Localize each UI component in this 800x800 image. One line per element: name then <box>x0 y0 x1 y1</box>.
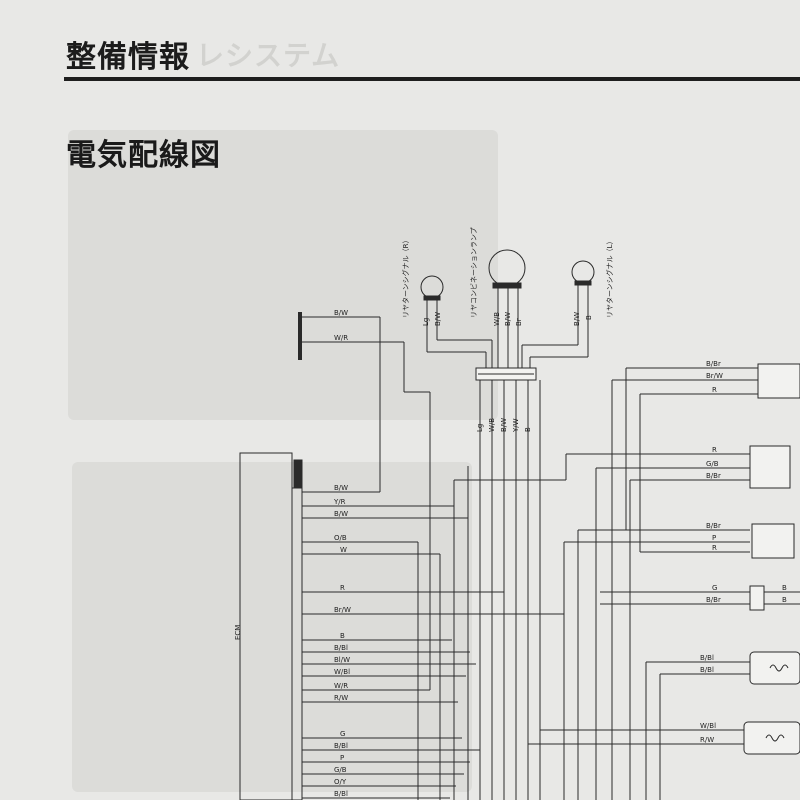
right-wire-label: R <box>712 544 717 552</box>
pin-label: B/W <box>434 312 442 326</box>
ecm-wire-label: P <box>340 754 344 762</box>
ecm-wire-label: W/R <box>334 682 348 690</box>
ecm-wire-label: B/Bl <box>334 644 348 652</box>
ecm-wire-label: Bl/W <box>334 656 350 664</box>
ecm-wire-label: Br/W <box>334 606 351 614</box>
connector-wire-label: Lg <box>476 424 484 432</box>
right-wire-label: B <box>782 584 787 592</box>
right-wire-label: R <box>712 446 717 454</box>
ecm-wire-label: B/Bl <box>334 742 348 750</box>
right-wire-label: W/Bl <box>700 722 716 730</box>
right-wire-label: G <box>712 584 717 592</box>
right-wire-label: R/W <box>700 736 714 744</box>
right-wire-label: B/Br <box>706 360 721 368</box>
pin-label: Lg <box>422 318 430 326</box>
right-turn-signal-label: リヤターンシグナル（L） <box>605 237 614 318</box>
ecm-wire-label: O/B <box>334 534 347 542</box>
pin-label: B/W <box>504 312 512 326</box>
page-title: 整備情報 <box>66 40 190 75</box>
rear-combination-lamp-label: リヤコンビネーションランプ <box>469 227 478 318</box>
right-wire-label: B/Bl <box>700 666 714 674</box>
right-wire-label: Br/W <box>706 372 723 380</box>
background-faded-panel <box>72 462 472 792</box>
right-wire-label: P <box>712 534 716 542</box>
page-ghost-text: レシステム <box>196 39 341 72</box>
ecm-wire-label: Y/R <box>333 498 346 506</box>
ecm-wire-label: B/W <box>334 484 348 492</box>
ecm-wire-label: R/W <box>334 694 348 702</box>
wire-label: B/W <box>334 309 348 317</box>
section-title: 電気配線図 <box>66 138 221 173</box>
ecm-wire-label: B <box>340 632 345 640</box>
ecm-wire-label: G <box>340 730 345 738</box>
pin-label: W/B <box>493 312 501 326</box>
right-wire-label: B/Br <box>706 522 721 530</box>
right-wire-label: B <box>782 596 787 604</box>
ecm-wire-label: B/W <box>334 510 348 518</box>
ecm-wire-label: W/Bl <box>334 668 350 676</box>
pin-label: B <box>585 315 593 320</box>
ecm-wire-label: W <box>340 546 347 554</box>
connector-wire-label: B/W <box>500 418 508 432</box>
right-wire-label: B/Bl <box>700 654 714 662</box>
connector-wire-label: W/B <box>488 418 496 432</box>
wire-label: W/R <box>334 334 348 342</box>
pin-label: Br <box>515 318 523 326</box>
background-faded-panel <box>68 130 498 420</box>
ecm-label: ECM <box>234 625 242 640</box>
ecm-wire-label: G/B <box>334 766 347 774</box>
left-turn-signal-label: リヤターンシグナル（R） <box>401 236 410 318</box>
right-wire-label: B/Br <box>706 472 721 480</box>
connector-wire-label: Y/W <box>512 418 520 433</box>
connector-wire-label: B <box>524 427 532 432</box>
ecm-wire-label: B/Bl <box>334 790 348 798</box>
title-rule <box>64 77 800 81</box>
right-wire-label: R <box>712 386 717 394</box>
ecm-wire-label: R <box>340 584 345 592</box>
right-wire-label: B/Br <box>706 596 721 604</box>
pin-label: B/W <box>573 312 581 326</box>
right-wire-label: G/B <box>706 460 719 468</box>
ecm-wire-label: O/Y <box>334 778 347 786</box>
